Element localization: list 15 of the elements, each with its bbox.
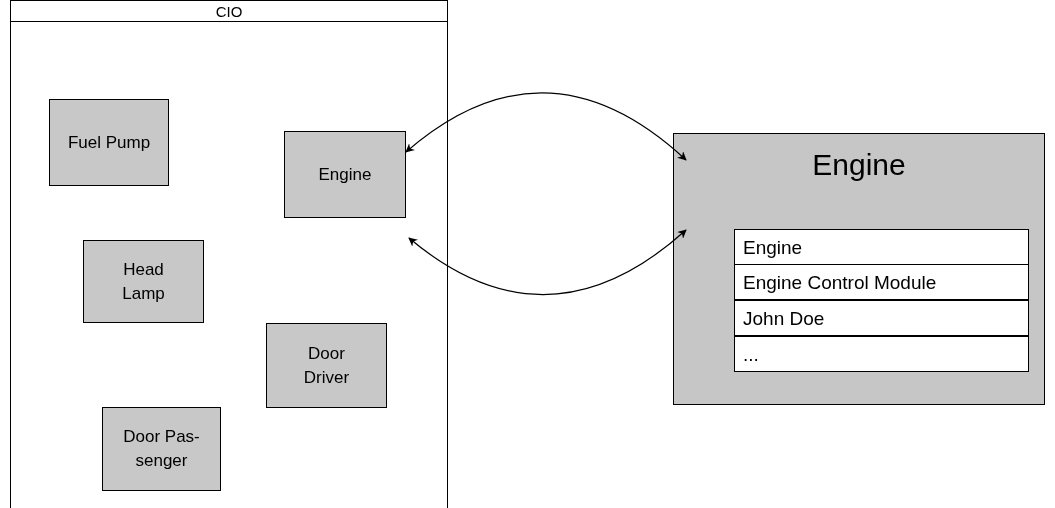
component-box: Fuel Pump [49, 99, 169, 186]
component-box: Door Pas-senger [102, 407, 221, 491]
table-row: John Doe [734, 300, 1029, 336]
component-box: Engine [284, 131, 406, 218]
table-row: Engine [734, 229, 1029, 265]
component-box: Head Lamp [83, 240, 204, 323]
curved-arrow [405, 92, 687, 161]
component-box: Door Driver [266, 323, 387, 408]
panel-title: Engine [811, 150, 907, 180]
curved-arrow [408, 229, 687, 296]
table-row: ... [734, 336, 1029, 372]
container-box [10, 0, 448, 508]
table-row: Engine Control Module [734, 264, 1029, 300]
container-title: CIO [215, 3, 243, 19]
detail-panel [673, 133, 1045, 405]
